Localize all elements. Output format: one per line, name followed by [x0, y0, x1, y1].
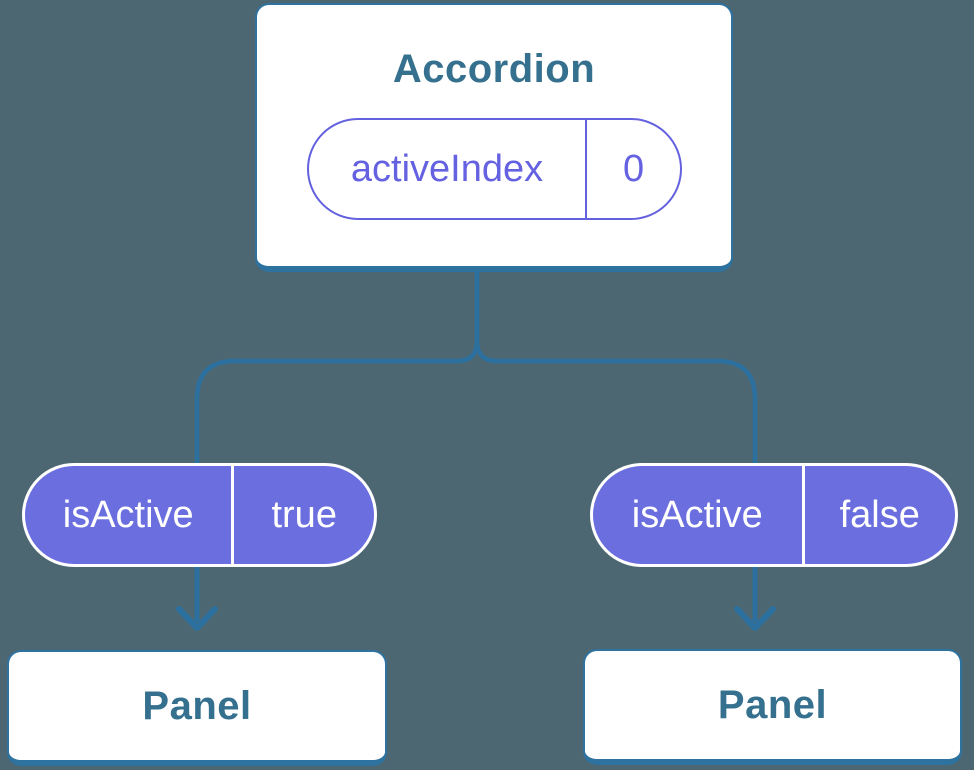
panel-right-title: Panel	[717, 682, 828, 727]
root-to-left-child-connector	[194, 271, 480, 468]
prop-pill-right-name: isActive	[631, 493, 763, 536]
state-pill-name: activeIndex	[350, 147, 544, 190]
root-component-title: Accordion	[392, 47, 596, 91]
prop-pill-left-value: true	[231, 466, 374, 564]
state-pill-value: 0	[585, 120, 680, 218]
state-pill: activeIndex 0	[307, 118, 682, 220]
prop-pill-left: isActive true	[22, 463, 377, 567]
prop-pill-right-value: false	[801, 466, 955, 564]
right-down-arrow-icon	[734, 606, 776, 631]
panel-left-title: Panel	[142, 683, 252, 728]
prop-pill-left-name: isActive	[62, 493, 194, 536]
component-card-panel-left: Panel	[7, 650, 387, 766]
component-card-root: Accordion activeIndex 0	[255, 3, 733, 272]
root-to-right-child-connector	[474, 271, 758, 468]
prop-pill-right: isActive false	[590, 463, 958, 567]
left-down-arrow-icon	[176, 606, 218, 631]
component-card-panel-right: Panel	[583, 649, 962, 765]
